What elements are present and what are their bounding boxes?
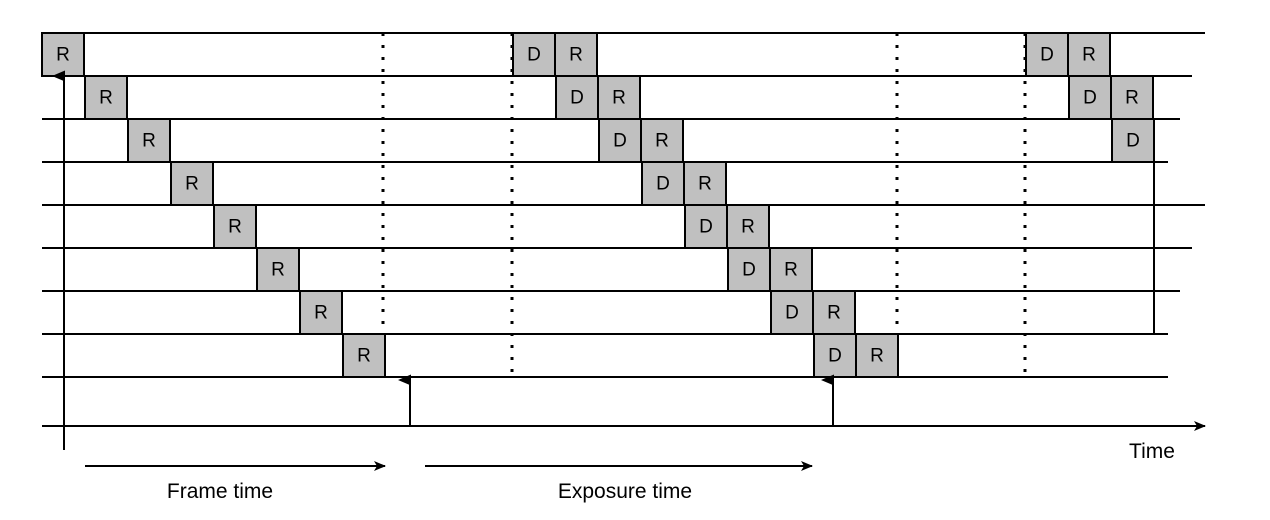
block-rect xyxy=(512,32,556,77)
block-rect xyxy=(598,118,642,163)
block-rect xyxy=(1111,118,1155,163)
timing-block-reset-r1-4: R xyxy=(1110,75,1154,120)
block-rect xyxy=(213,204,257,249)
block-label: R xyxy=(569,45,583,66)
timing-block-reset-r6-0: R xyxy=(299,290,343,335)
block-label: R xyxy=(698,174,712,195)
timing-block-readout-r3-1: D xyxy=(641,161,685,206)
timing-block-readout-r2-1: D xyxy=(598,118,642,163)
block-rect xyxy=(683,161,727,206)
block-rect xyxy=(727,247,771,292)
timing-block-readout-r2-3: D xyxy=(1111,118,1155,163)
block-rect xyxy=(170,161,214,206)
block-rect xyxy=(855,333,899,378)
block-label: R xyxy=(185,174,199,195)
block-rect xyxy=(684,204,728,249)
tick-arrow-markers xyxy=(52,70,834,450)
block-label: D xyxy=(828,346,842,367)
block-rect xyxy=(127,118,171,163)
block-rect xyxy=(641,161,685,206)
block-label: D xyxy=(656,174,670,195)
timing-block-reset-r0-4: R xyxy=(1067,32,1111,77)
block-label: D xyxy=(699,217,713,238)
timing-block-reset-r0-0: R xyxy=(41,32,85,77)
frame-time-label: Frame time xyxy=(167,480,273,503)
timing-block-reset-r2-2: R xyxy=(640,118,684,163)
timing-block-reset-r5-2: R xyxy=(769,247,813,292)
timing-block-readout-r5-1: D xyxy=(727,247,771,292)
timing-block-reset-r2-0: R xyxy=(127,118,171,163)
timing-block-reset-r3-0: R xyxy=(170,161,214,206)
timing-block-reset-r7-0: R xyxy=(342,333,386,378)
block-label: R xyxy=(56,45,70,66)
timing-block-readout-r7-1: D xyxy=(813,333,857,378)
block-rect xyxy=(84,75,128,120)
timing-block-readout-r6-1: D xyxy=(770,290,814,335)
block-rect xyxy=(640,118,684,163)
timing-blocks: R D R D R R D R D R R D R D R D R R D R R D R R D R R D R xyxy=(41,32,1155,378)
timing-block-reset-r3-2: R xyxy=(683,161,727,206)
timing-block-reset-r5-0: R xyxy=(256,247,300,292)
time-axis-label: Time xyxy=(1129,440,1175,463)
block-label: D xyxy=(1083,88,1097,109)
axis-text-group: Time xyxy=(1129,440,1175,463)
timing-block-reset-r6-2: R xyxy=(812,290,856,335)
block-label: R xyxy=(655,131,669,152)
block-label: D xyxy=(570,88,584,109)
block-label: R xyxy=(1082,45,1096,66)
timing-block-reset-r7-2: R xyxy=(855,333,899,378)
block-label: R xyxy=(612,88,626,109)
block-label: R xyxy=(870,346,884,367)
block-label: R xyxy=(271,260,285,281)
timing-block-readout-r4-1: D xyxy=(684,204,728,249)
block-rect xyxy=(41,32,85,77)
block-rect xyxy=(342,333,386,378)
block-label: R xyxy=(784,260,798,281)
block-label: R xyxy=(314,303,328,324)
block-rect xyxy=(812,290,856,335)
block-label: D xyxy=(1040,45,1054,66)
timing-block-reset-r1-0: R xyxy=(84,75,128,120)
timing-block-readout-r1-1: D xyxy=(555,75,599,120)
timing-block-readout-r1-3: D xyxy=(1068,75,1112,120)
block-label: R xyxy=(741,217,755,238)
block-label: R xyxy=(1125,88,1139,109)
block-label: D xyxy=(613,131,627,152)
block-label: D xyxy=(527,45,541,66)
span-arrow-group: Frame time Exposure time xyxy=(85,461,813,503)
timing-block-reset-r0-2: R xyxy=(554,32,598,77)
block-label: R xyxy=(99,88,113,109)
block-label: R xyxy=(357,346,371,367)
block-rect xyxy=(299,290,343,335)
exposure-time-label: Exposure time xyxy=(558,480,692,503)
block-label: D xyxy=(1126,131,1140,152)
timing-block-readout-r0-3: D xyxy=(1025,32,1069,77)
block-label: R xyxy=(228,217,242,238)
timing-block-reset-r4-2: R xyxy=(726,204,770,249)
block-rect xyxy=(1068,75,1112,120)
block-rect xyxy=(1025,32,1069,77)
timing-block-reset-r1-2: R xyxy=(597,75,641,120)
block-label: D xyxy=(785,303,799,324)
block-rect xyxy=(1067,32,1111,77)
timing-block-readout-r0-1: D xyxy=(512,32,556,77)
block-rect xyxy=(256,247,300,292)
block-label: R xyxy=(827,303,841,324)
block-label: R xyxy=(142,131,156,152)
timing-block-reset-r4-0: R xyxy=(213,204,257,249)
block-label: D xyxy=(742,260,756,281)
